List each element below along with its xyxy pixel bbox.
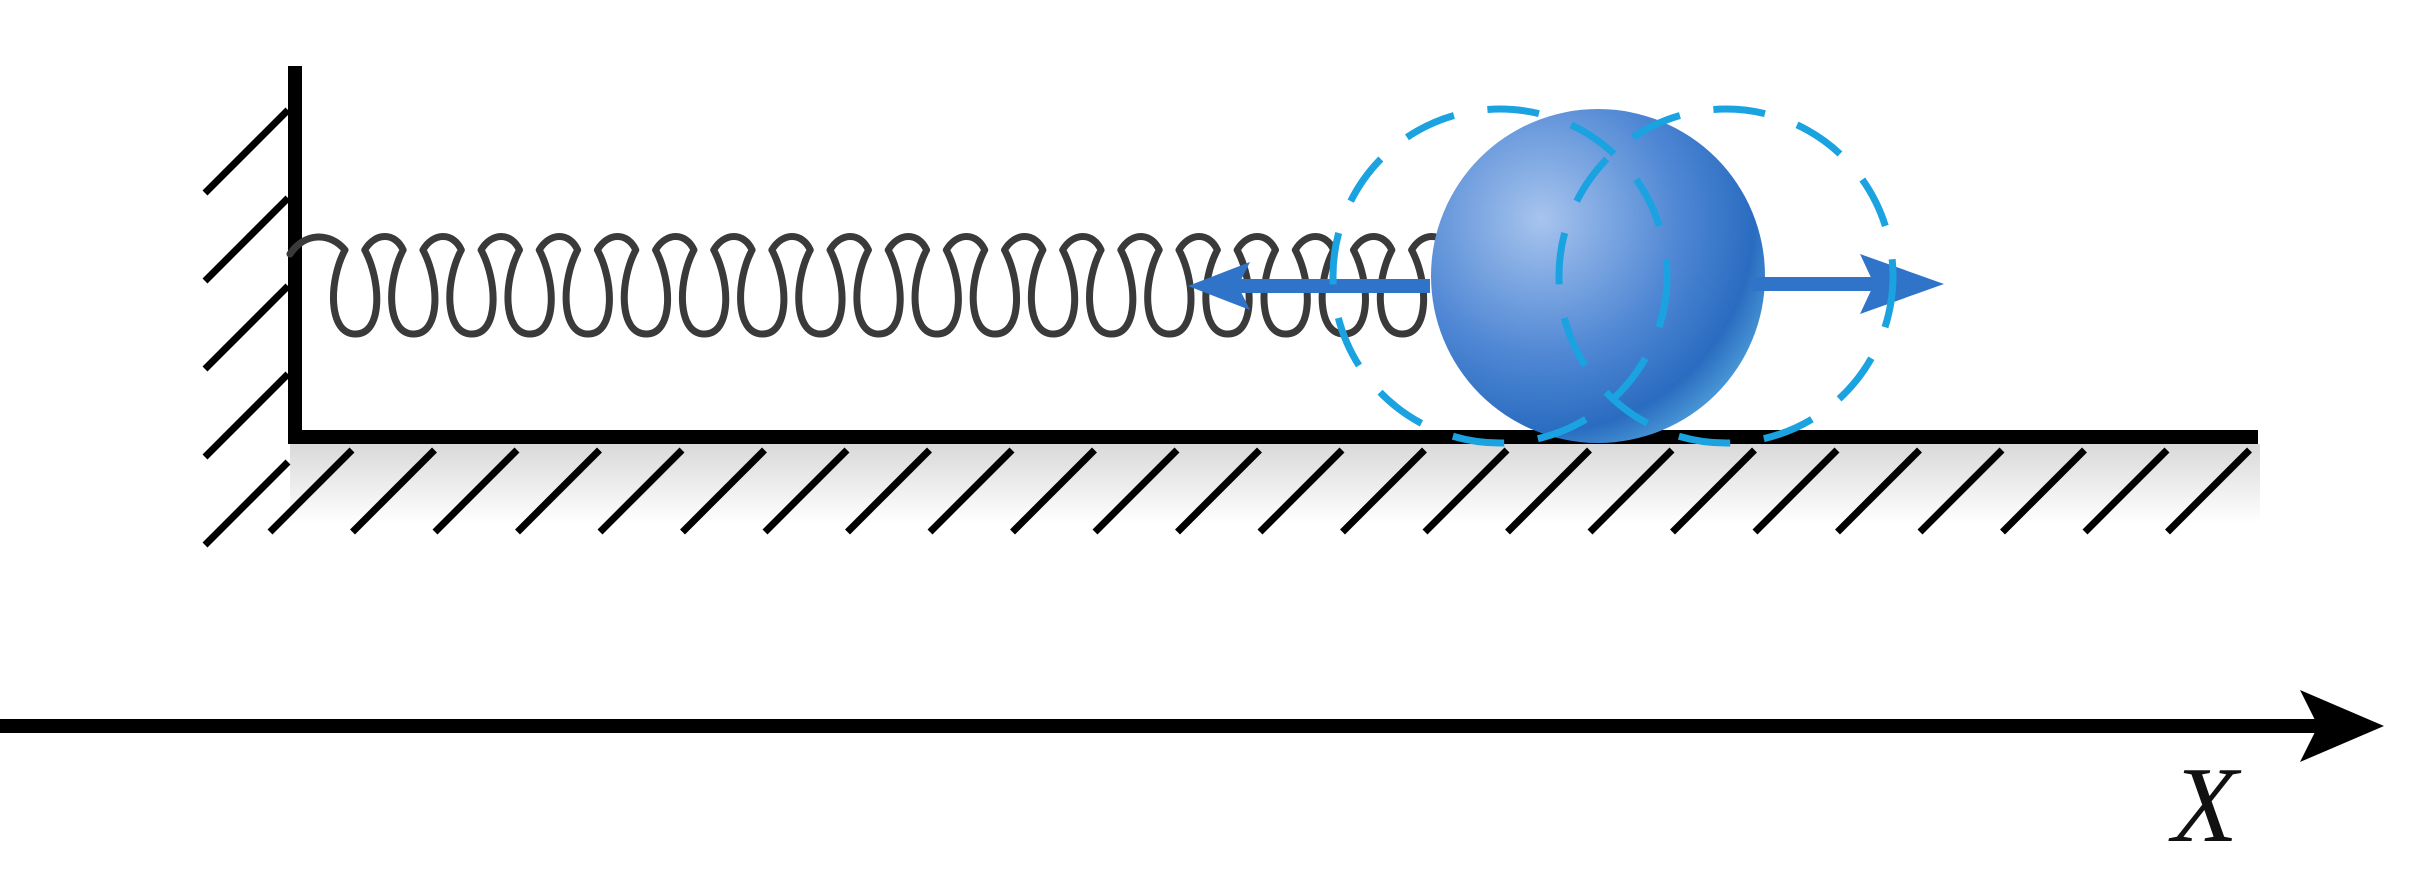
floor-hatch-line (1917, 447, 2005, 535)
floor-hatch-line (1752, 447, 1840, 535)
floor-hatch-line (2000, 447, 2087, 535)
floor-hatch-line (1670, 447, 1757, 535)
floor-hatch-line (2165, 447, 2252, 535)
wall-hatch-line (202, 459, 291, 548)
dashed-outline-right (1555, 105, 1897, 447)
x-axis-label: X (2172, 746, 2238, 865)
spring-icon (286, 233, 1454, 338)
floor-hatch-line (1422, 447, 1510, 535)
floor-hatch-line (1175, 447, 1262, 535)
wall-hatch-icon (202, 107, 291, 548)
floor-hatch-line (1835, 447, 1922, 535)
floor-hatch-icon (267, 447, 2252, 535)
floor-hatch-line (350, 447, 437, 535)
floor-hatch-line (1587, 447, 1675, 535)
force-arrow-left (1188, 262, 1430, 310)
wall-hatch-line (202, 371, 291, 460)
floor-hatch-line (680, 447, 767, 535)
floor-hatch-line (1340, 447, 1427, 535)
wall-hatch-line (202, 107, 291, 196)
floor-hatch-line (927, 447, 1015, 535)
floor-hatch-line (1257, 447, 1345, 535)
floor-hatch-line (515, 447, 602, 535)
floor-hatch-line (1505, 447, 1592, 535)
floor-hatch-line (1010, 447, 1097, 535)
ball (1431, 109, 1765, 443)
floor-hatch-line (267, 447, 355, 535)
force-arrow-right (1752, 254, 1944, 314)
floor-hatch-line (1092, 447, 1180, 535)
floor-hatch-line (845, 447, 932, 535)
floor-hatch-line (597, 447, 685, 535)
dashed-outline-left (1329, 105, 1671, 447)
floor-hatch-line (432, 447, 520, 535)
wall-hatch-line (202, 195, 291, 284)
floor-hatch-line (762, 447, 850, 535)
x-axis-arrow-icon (0, 690, 2384, 762)
floor-hatch-line (2082, 447, 2170, 535)
wall-hatch-line (202, 283, 291, 372)
